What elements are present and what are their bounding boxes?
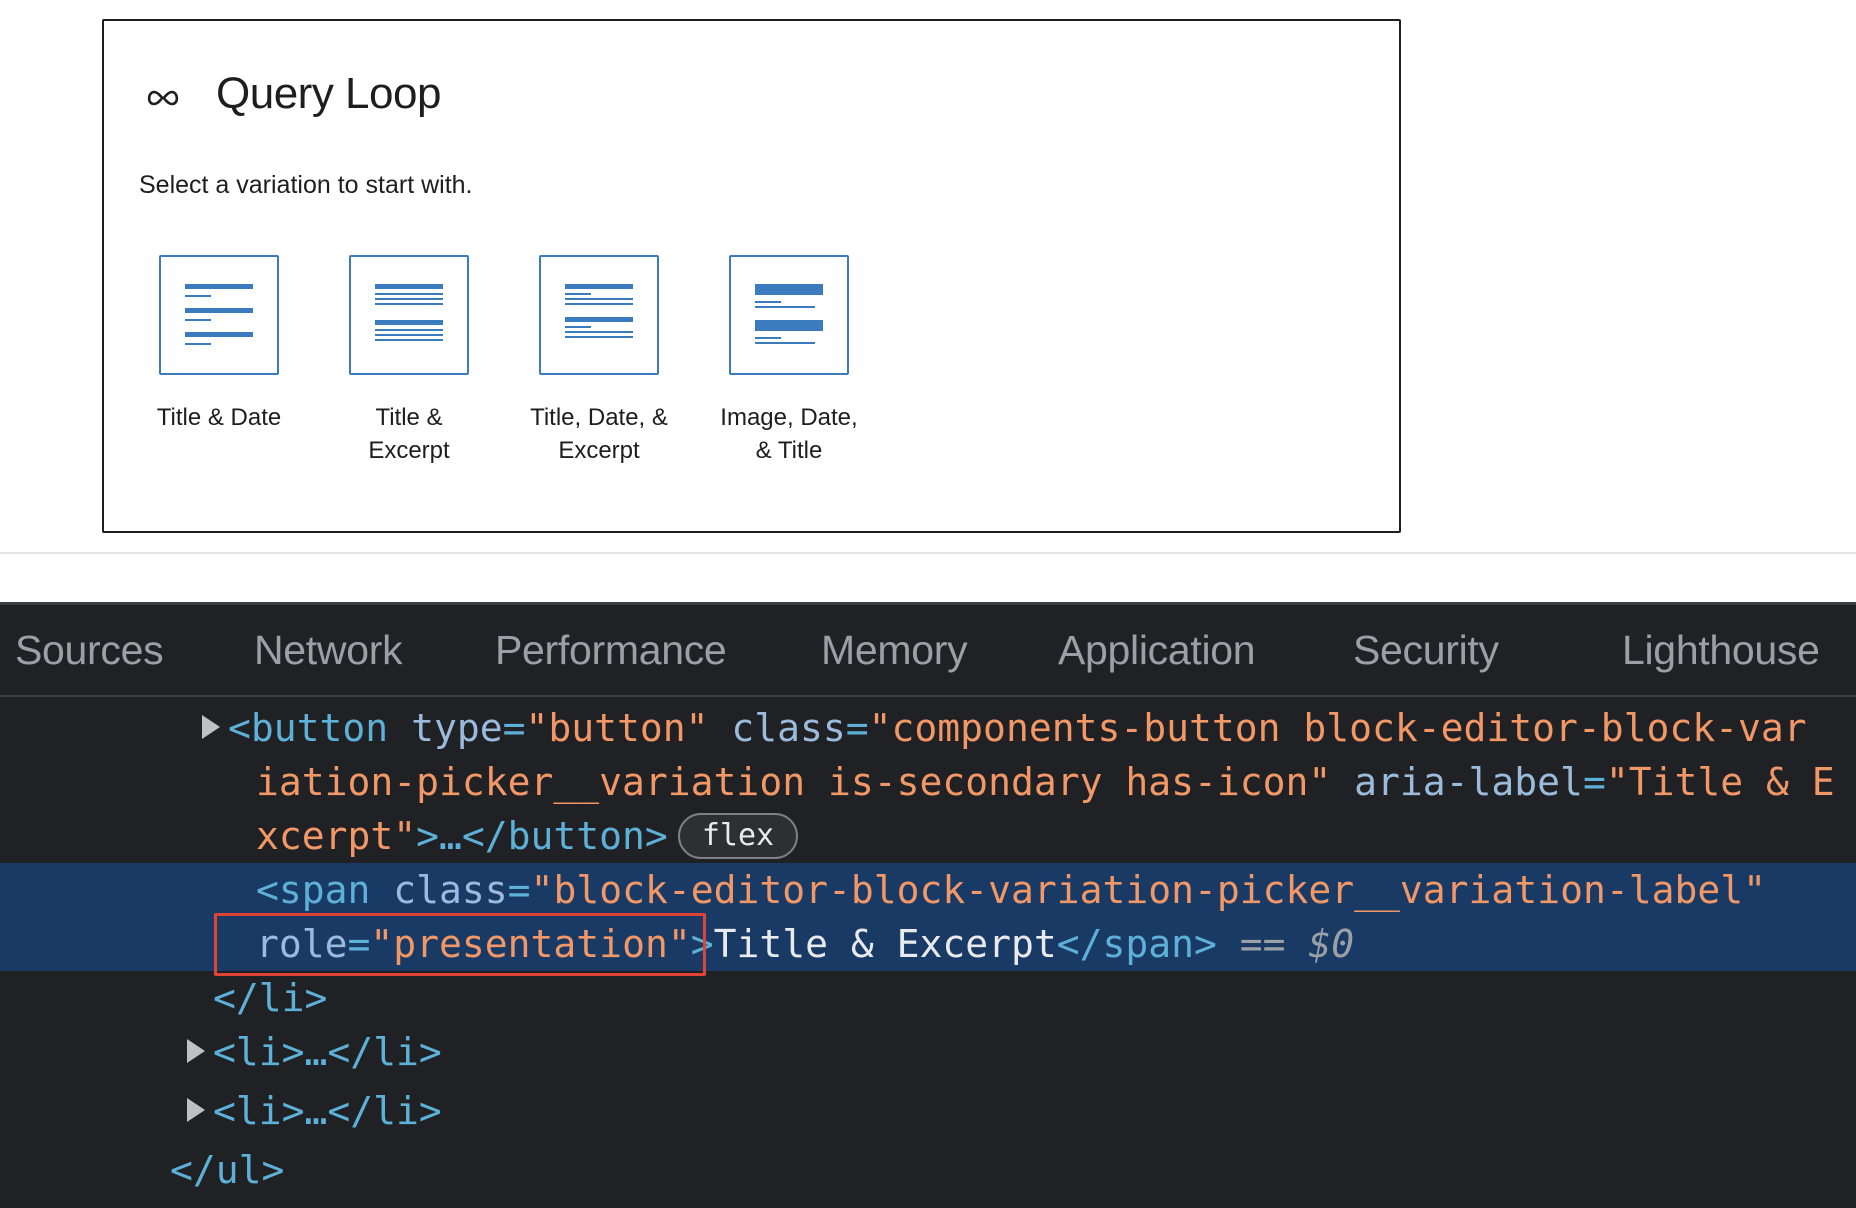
title-excerpt-icon	[375, 284, 443, 341]
elements-tree: <button type="button" class="components-…	[0, 699, 1856, 1208]
expand-arrow-icon[interactable]	[202, 714, 220, 739]
expand-arrow-icon[interactable]	[187, 1097, 205, 1122]
variation-button-image-date-title[interactable]	[729, 255, 849, 375]
image-date-title-icon	[755, 284, 823, 344]
tree-node-li[interactable]: <li>…</li>	[0, 1084, 1856, 1138]
devtools-panel: Sources Network Performance Memory Appli…	[0, 602, 1856, 1208]
title-date-excerpt-icon	[565, 284, 633, 338]
variation-title-date: Title & Date	[124, 255, 314, 434]
variation-image-date-title: Image, Date, & Title	[694, 255, 884, 467]
tree-node-ul-close[interactable]: </ul>	[170, 1148, 285, 1192]
tree-node-button-end: xcerpt">…</button>flex	[0, 809, 1856, 863]
variation-title-excerpt: Title & Excerpt	[314, 255, 504, 467]
tab-performance[interactable]: Performance	[495, 627, 727, 673]
title-date-icon	[185, 284, 253, 345]
tree-node-button-cont: iation-picker__variation is-secondary ha…	[256, 760, 1835, 804]
devtools-tab-bar: Sources Network Performance Memory Appli…	[0, 605, 1856, 697]
tree-node-button[interactable]: <button type="button" class="components-…	[0, 701, 1856, 755]
loop-icon	[147, 90, 179, 106]
variation-label: Image, Date, & Title	[720, 404, 858, 464]
block-instructions: Select a variation to start with.	[139, 171, 473, 199]
tree-node-span-selected-cont[interactable]: role="presentation">Title & Excerpt</spa…	[0, 917, 1856, 971]
variation-button-title-date[interactable]	[159, 255, 279, 375]
variation-title-date-excerpt: Title, Date, & Excerpt	[504, 255, 694, 467]
query-loop-placeholder: Query Loop Select a variation to start w…	[102, 19, 1401, 533]
tab-application[interactable]: Application	[1058, 627, 1256, 673]
tab-sources[interactable]: Sources	[15, 627, 164, 673]
divider	[0, 552, 1856, 554]
variation-button-title-date-excerpt[interactable]	[539, 255, 659, 375]
tab-security[interactable]: Security	[1353, 627, 1499, 673]
editor-canvas: Query Loop Select a variation to start w…	[0, 0, 1856, 602]
block-title: Query Loop	[216, 69, 441, 118]
tab-lighthouse[interactable]: Lighthouse	[1622, 627, 1820, 673]
tab-network[interactable]: Network	[254, 627, 403, 673]
tree-node-li-close[interactable]: </li>	[213, 976, 328, 1020]
variation-label: Title, Date, & Excerpt	[530, 404, 668, 464]
variation-label: Title & Excerpt	[368, 404, 450, 464]
annotation-highlight-box	[214, 913, 706, 976]
tree-node-span-selected[interactable]: <span class="block-editor-block-variatio…	[0, 863, 1856, 917]
variation-label: Title & Date	[156, 404, 282, 431]
tree-node-li[interactable]: <li>…</li>	[0, 1025, 1856, 1079]
variation-button-title-excerpt[interactable]	[349, 255, 469, 375]
tab-memory[interactable]: Memory	[821, 627, 968, 673]
expand-arrow-icon[interactable]	[187, 1038, 205, 1063]
devtools-resize-handle[interactable]	[0, 602, 1856, 605]
flex-badge[interactable]: flex	[677, 812, 799, 859]
